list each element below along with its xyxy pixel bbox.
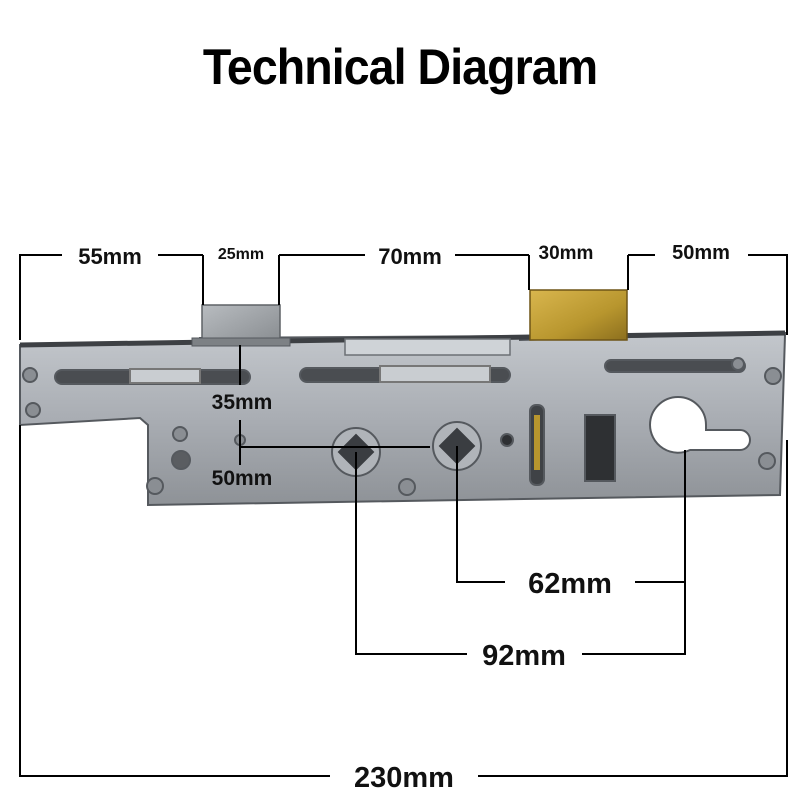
dim-label-62mm: 62mm [528,568,612,600]
dim-label-70mm: 70mm [378,244,442,269]
dim-label-50mm-right: 50mm [672,242,730,264]
dimension-lines [19,254,788,777]
dim-label-35mm: 35mm [212,391,273,414]
diagram-title: Technical Diagram [202,39,598,95]
dim-label-50mm-lower: 50mm [212,467,273,490]
case-features [22,357,782,496]
dim-label-25mm: 25mm [218,246,264,263]
deadbolt [529,289,628,341]
dim-label-55mm: 55mm [78,244,142,269]
latch-bolt [191,304,291,347]
dim-label-92mm: 92mm [482,640,566,672]
dim-label-30mm: 30mm [539,243,594,264]
dim-label-230mm: 230mm [354,762,454,794]
euro-cylinder-cutout [648,396,751,454]
